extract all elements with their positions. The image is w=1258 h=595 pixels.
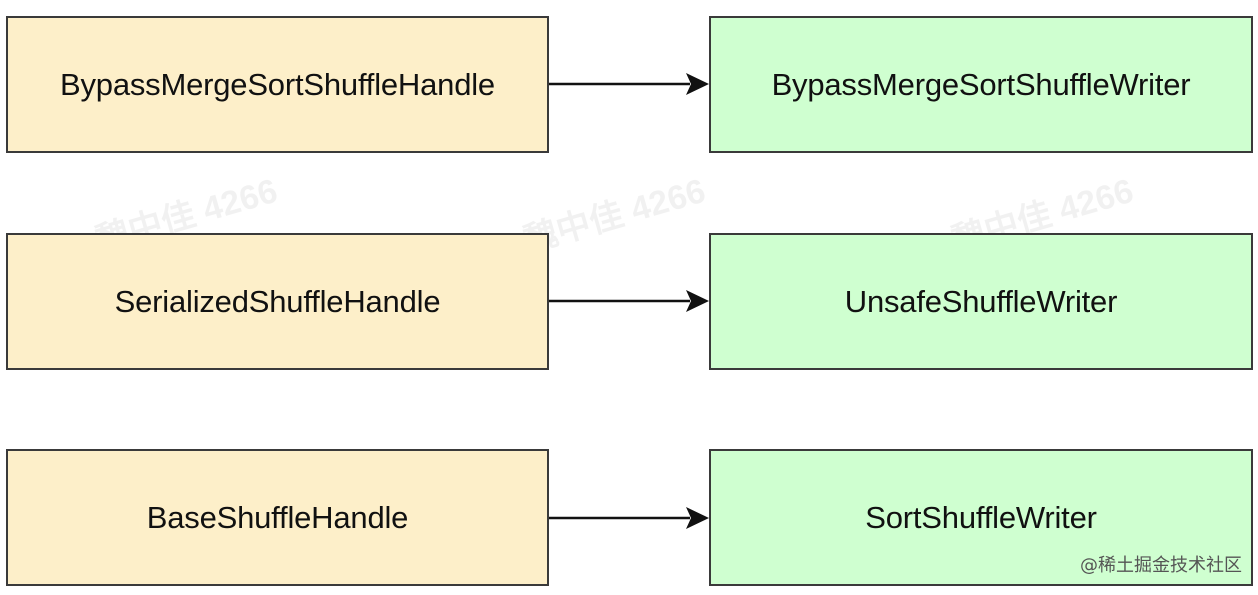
handle-box-bypass-merge-sort: BypassMergeSortShuffleHandle: [6, 16, 549, 153]
handle-label: SerializedShuffleHandle: [114, 283, 441, 319]
writer-label: UnsafeShuffleWriter: [844, 283, 1118, 319]
handle-box-base: BaseShuffleHandle: [6, 449, 549, 586]
writer-label: BypassMergeSortShuffleWriter: [771, 66, 1191, 102]
handle-label: BaseShuffleHandle: [146, 499, 409, 535]
writer-label: SortShuffleWriter: [865, 499, 1097, 535]
handle-label: BypassMergeSortShuffleHandle: [60, 66, 495, 102]
arrow-row-2: [549, 290, 709, 312]
writer-box-bypass-merge-sort: BypassMergeSortShuffleWriter: [709, 16, 1253, 153]
source-credit: @稀土掘金技术社区: [1080, 555, 1242, 576]
handle-box-serialized: SerializedShuffleHandle: [6, 233, 549, 370]
arrow-row-3: [549, 507, 709, 529]
arrow-row-1: [549, 73, 709, 95]
writer-box-sort: SortShuffleWriter: [709, 449, 1253, 586]
writer-box-unsafe: UnsafeShuffleWriter: [709, 233, 1253, 370]
